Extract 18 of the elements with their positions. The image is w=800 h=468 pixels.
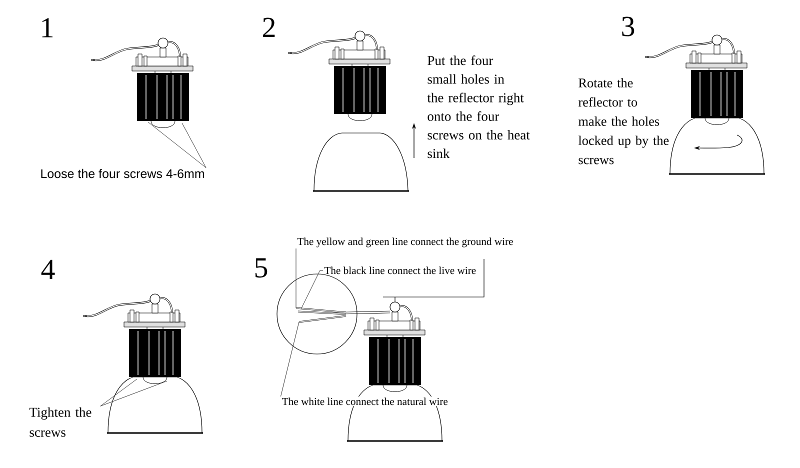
step-number: 4 <box>41 260 55 279</box>
wire-label: The black line connect the live wire <box>324 266 476 274</box>
instruction-text: Tighten the screws <box>29 407 92 437</box>
leader-line <box>182 122 206 168</box>
leader-line <box>100 378 138 406</box>
instruction-text: Put the four small holes in the reflector right onto the four screws on the heat sink <box>427 56 530 158</box>
step-number: 3 <box>622 16 634 36</box>
step-number: 1 <box>42 18 53 38</box>
instruction-text: Loose the four screws 4-6mm <box>41 168 204 178</box>
leader-line <box>300 270 324 310</box>
wire-label: The yellow and green line connect the ground wire <box>297 238 513 248</box>
step-number: 2 <box>263 18 275 37</box>
leader-line <box>280 322 300 397</box>
step-number: 5 <box>255 258 268 278</box>
wire-label: The white line connect the natural wire <box>280 396 449 406</box>
leader-line <box>148 122 206 168</box>
instruction-text: Rotate the reflector to make the holes locked up by the screws <box>578 78 669 164</box>
leader-line <box>100 380 168 406</box>
